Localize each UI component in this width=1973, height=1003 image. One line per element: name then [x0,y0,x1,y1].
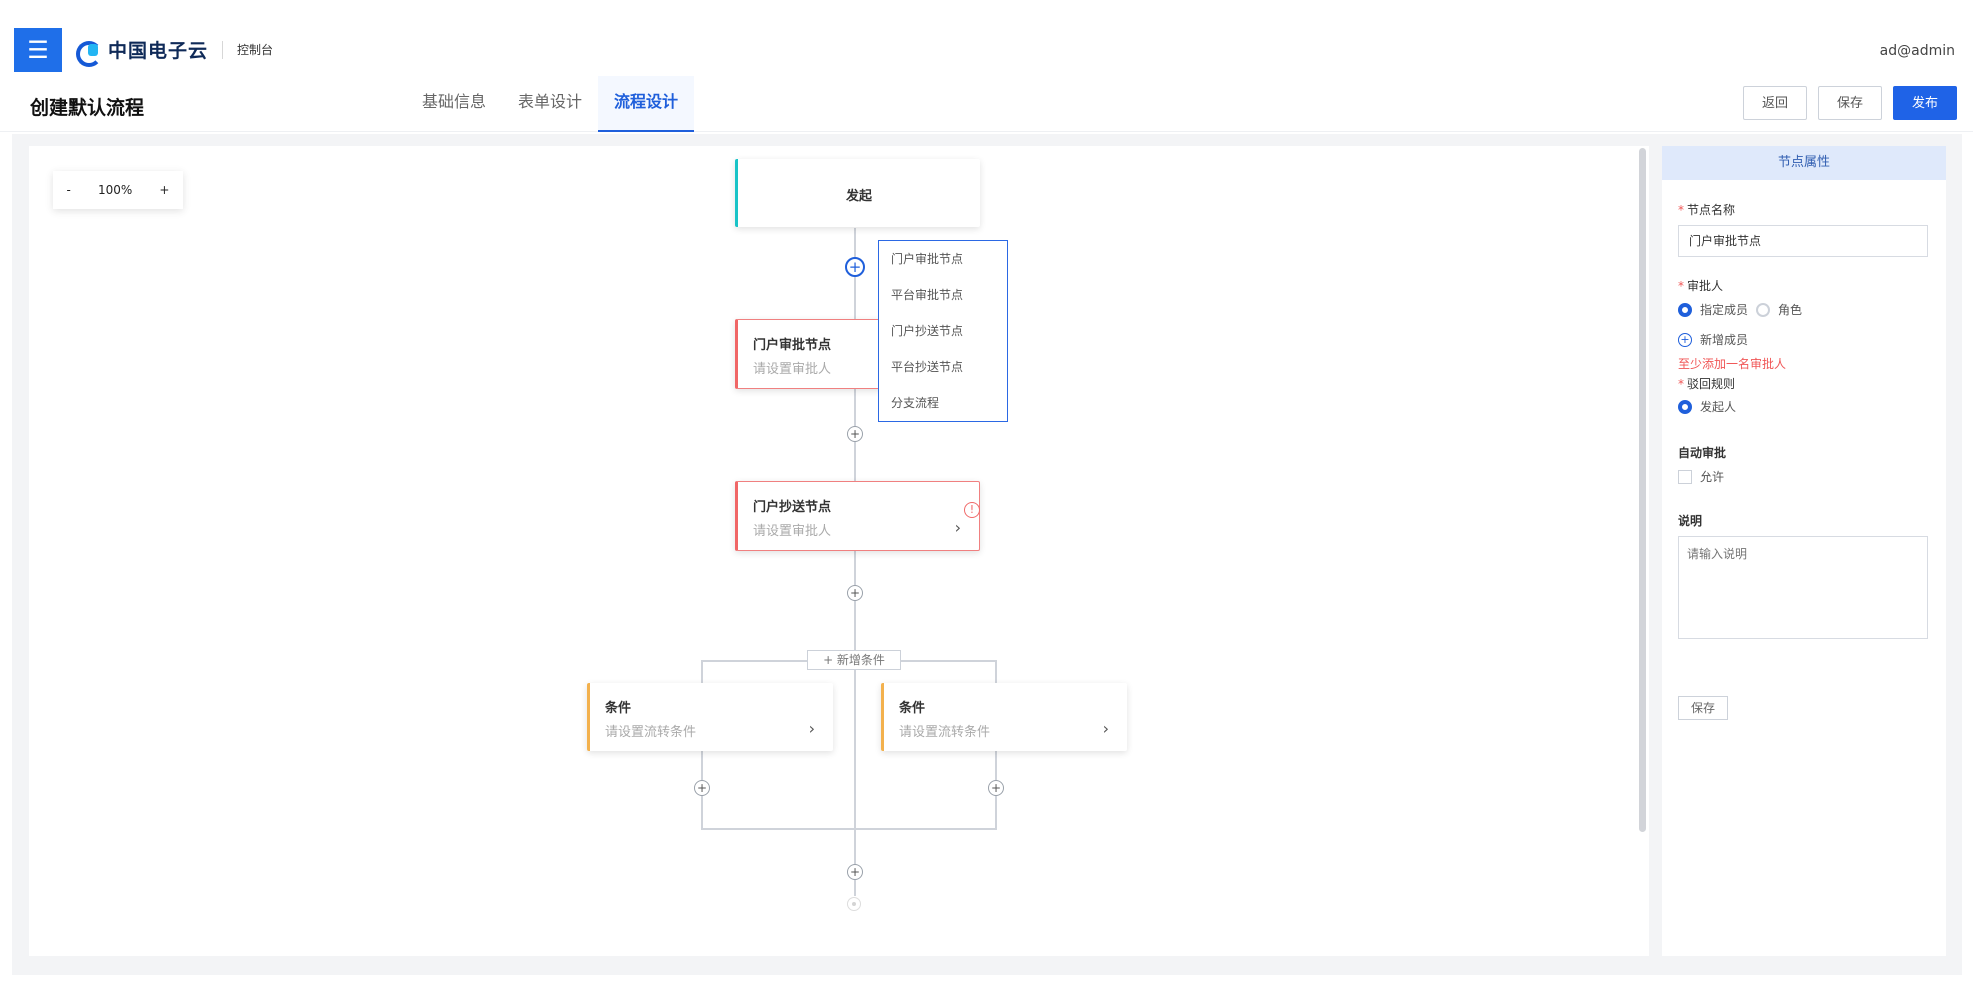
workflow-canvas[interactable]: - 100% + 发起 + 门户审批节点 请设置审批人 门户审批节点 平台审批节… [29,146,1649,956]
approver-options: 指定成员 角色 [1678,301,1802,318]
approver-label: *审批人 [1678,279,1724,293]
header-actions: 返回 保存 发布 [1742,86,1957,120]
radio-role[interactable] [1756,302,1771,317]
branch-bottom-line [701,828,997,830]
menu-item-portal-copy[interactable]: 门户抄送节点 [891,324,964,338]
copy-node-subtitle: 请设置审批人 [753,524,832,539]
condition-subtitle: 请设置流转条件 [605,725,697,740]
condition-node-right[interactable]: 条件 请设置流转条件 › [881,683,1127,751]
radio-role-label: 角色 [1778,303,1803,317]
start-node[interactable]: 发起 [735,159,980,227]
menu-icon[interactable]: ☰ [14,28,62,72]
radio-member-label: 指定成员 [1700,303,1749,317]
description-label: 说明 [1678,514,1703,528]
menu-item-platform-copy[interactable]: 平台抄送节点 [891,360,964,374]
radio-initiator-label: 发起人 [1700,400,1737,414]
page-header: 创建默认流程 基础信息 表单设计 流程设计 返回 保存 发布 [0,76,1973,132]
approval-node[interactable]: 门户审批节点 请设置审批人 [735,319,883,389]
zoom-in-button[interactable]: + [159,183,170,197]
main-connector [854,228,856,896]
top-bar: ☰ 中国电子云 控制台 ad@admin [0,0,1973,74]
node-name-input[interactable]: 门户审批节点 [1678,225,1928,257]
warning-icon: ! [964,502,980,518]
panel-save-button[interactable]: 保存 [1678,696,1728,720]
brand-name: 中国电子云 [108,40,209,62]
workspace: - 100% + 发起 + 门户审批节点 请设置审批人 门户审批节点 平台审批节… [12,134,1962,975]
copy-node[interactable]: 门户抄送节点 请设置审批人 › [735,481,980,551]
canvas-scrollbar[interactable] [1639,148,1646,832]
tab-workflow-design[interactable]: 流程设计 [598,76,695,132]
tabs: 基础信息 表单设计 流程设计 [406,76,695,132]
zoom-control: - 100% + [53,171,183,209]
add-condition-button[interactable]: + 新增条件 [807,650,901,670]
condition-node-left[interactable]: 条件 请设置流转条件 › [587,683,833,751]
add-member-row[interactable]: + 新增成员 [1678,331,1748,348]
menu-item-platform-approval[interactable]: 平台审批节点 [891,288,964,302]
approval-node-subtitle: 请设置审批人 [753,362,832,377]
allow-checkbox[interactable] [1678,469,1692,484]
publish-button[interactable]: 发布 [1892,86,1957,120]
back-button[interactable]: 返回 [1742,86,1807,120]
auto-approve-option: 允许 [1678,468,1724,485]
description-textarea[interactable] [1678,536,1928,639]
add-node-button[interactable]: + [694,780,710,796]
add-node-button[interactable]: + [847,426,863,442]
chevron-right-icon[interactable]: › [954,518,961,537]
chevron-right-icon[interactable]: › [808,719,815,738]
zoom-out-button[interactable]: - [66,183,71,197]
brand-logo: 中国电子云 控制台 [76,36,274,67]
user-name[interactable]: ad@admin [1879,43,1955,59]
tab-basic-info[interactable]: 基础信息 [422,92,487,111]
add-node-button[interactable]: + [847,585,863,601]
end-node-icon [847,897,861,911]
logo-icon [76,40,102,67]
page-title: 创建默认流程 [30,97,145,119]
reject-rule-label: *驳回规则 [1678,377,1736,391]
menu-item-branch[interactable]: 分支流程 [891,396,940,410]
tab-form-design[interactable]: 表单设计 [518,92,583,111]
reject-options: 发起人 [1678,398,1736,415]
node-name-label: *节点名称 [1678,203,1736,217]
panel-title: 节点属性 [1662,146,1946,180]
auto-approve-label: 自动审批 [1678,446,1727,460]
add-node-button[interactable]: + [845,257,865,277]
add-member-icon: + [1678,332,1692,347]
condition-subtitle: 请设置流转条件 [899,725,991,740]
add-node-button[interactable]: + [847,864,863,880]
node-properties-panel: 节点属性 *节点名称 门户审批节点 *审批人 指定成员 角色 + 新增成员 至少… [1662,146,1946,956]
allow-label: 允许 [1700,470,1725,484]
menu-item-portal-approval[interactable]: 门户审批节点 [891,252,964,266]
chevron-right-icon[interactable]: › [1102,719,1109,738]
logo-divider [222,40,224,59]
start-label: 发起 [846,189,873,204]
add-member-label: 新增成员 [1700,333,1749,347]
condition-title: 条件 [899,701,926,716]
console-link[interactable]: 控制台 [237,43,274,57]
condition-title: 条件 [605,701,632,716]
save-button[interactable]: 保存 [1817,86,1882,120]
zoom-value: 100% [97,183,133,197]
radio-member[interactable] [1678,302,1692,317]
approver-error: 至少添加一名审批人 [1678,357,1787,371]
node-type-menu: 门户审批节点 平台审批节点 门户抄送节点 平台抄送节点 分支流程 [878,240,1008,422]
approval-node-title: 门户审批节点 [753,338,832,353]
copy-node-title: 门户抄送节点 [753,500,832,515]
radio-initiator[interactable] [1678,399,1692,414]
add-node-button[interactable]: + [988,780,1004,796]
